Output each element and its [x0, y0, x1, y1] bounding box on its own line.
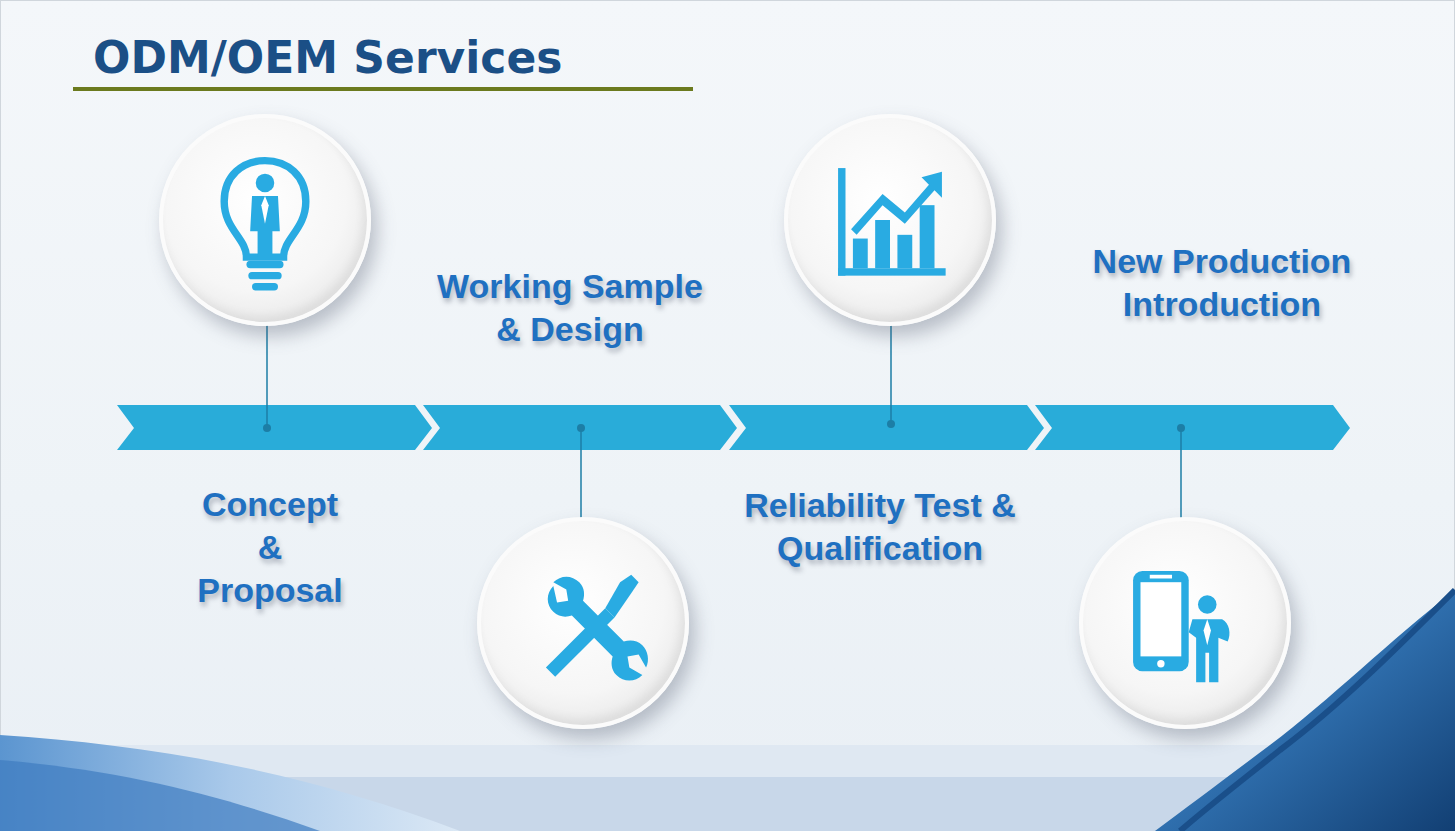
icon-part	[1133, 571, 1229, 682]
timeline-chevron	[1035, 405, 1350, 450]
icon-part	[246, 261, 283, 268]
leader-dot	[887, 420, 895, 428]
icon-part	[1150, 575, 1172, 579]
icon-part	[224, 161, 306, 257]
icon-part	[256, 174, 275, 193]
icon-part	[1204, 619, 1211, 645]
icon-part	[838, 168, 845, 276]
leader-dots	[263, 420, 1185, 432]
timeline-chevron	[117, 405, 432, 450]
stage-label: Reliability Test & Qualification	[735, 484, 1025, 570]
icon-part	[605, 575, 638, 618]
stage-circle: New Production Introduction	[1079, 517, 1291, 729]
stage-circle: Reliability Test & Qualification	[784, 114, 996, 326]
icon-part	[246, 174, 283, 291]
icon-part	[224, 161, 306, 257]
stage-icon	[1083, 521, 1287, 725]
leader-lines	[267, 296, 1181, 556]
stage-circle: Concept & Proposal	[159, 114, 371, 326]
timeline-chevrons	[117, 405, 1350, 450]
icon-part	[897, 235, 912, 268]
icon-part	[853, 239, 868, 269]
icon-part	[1133, 571, 1189, 671]
leader-dot	[577, 424, 585, 432]
icon-part	[261, 196, 268, 224]
icon-part	[920, 205, 935, 268]
leader-dot	[263, 424, 271, 432]
icon-part	[838, 168, 946, 276]
bottom-left-wave	[0, 760, 320, 831]
icon-part	[838, 268, 946, 275]
stage-icon	[163, 118, 367, 322]
stage-label: Concept & Proposal	[190, 483, 350, 612]
icon-part	[875, 220, 890, 268]
icon-part	[1189, 619, 1230, 682]
icon-part	[1140, 582, 1181, 656]
title-underline	[73, 87, 693, 91]
icon-part	[851, 172, 942, 235]
icon-part	[1157, 660, 1164, 667]
icon-part	[252, 283, 278, 290]
stage-circle: Working Sample & Design	[477, 517, 689, 729]
icon-part	[546, 575, 648, 681]
leader-dot	[1177, 424, 1185, 432]
icon-part	[248, 272, 281, 279]
slide-title: ODM/OEM Services	[93, 32, 562, 83]
timeline-chevron	[423, 405, 737, 450]
stage-icon	[481, 521, 685, 725]
timeline-chevron	[729, 405, 1044, 450]
stage-icon	[788, 118, 992, 322]
bottom-left-wave	[0, 735, 460, 831]
icon-part	[1198, 595, 1217, 614]
stage-label: New Production Introduction	[1067, 240, 1377, 326]
stage-label: Working Sample & Design	[425, 265, 715, 351]
icon-part	[548, 577, 648, 681]
icon-part	[250, 196, 280, 257]
